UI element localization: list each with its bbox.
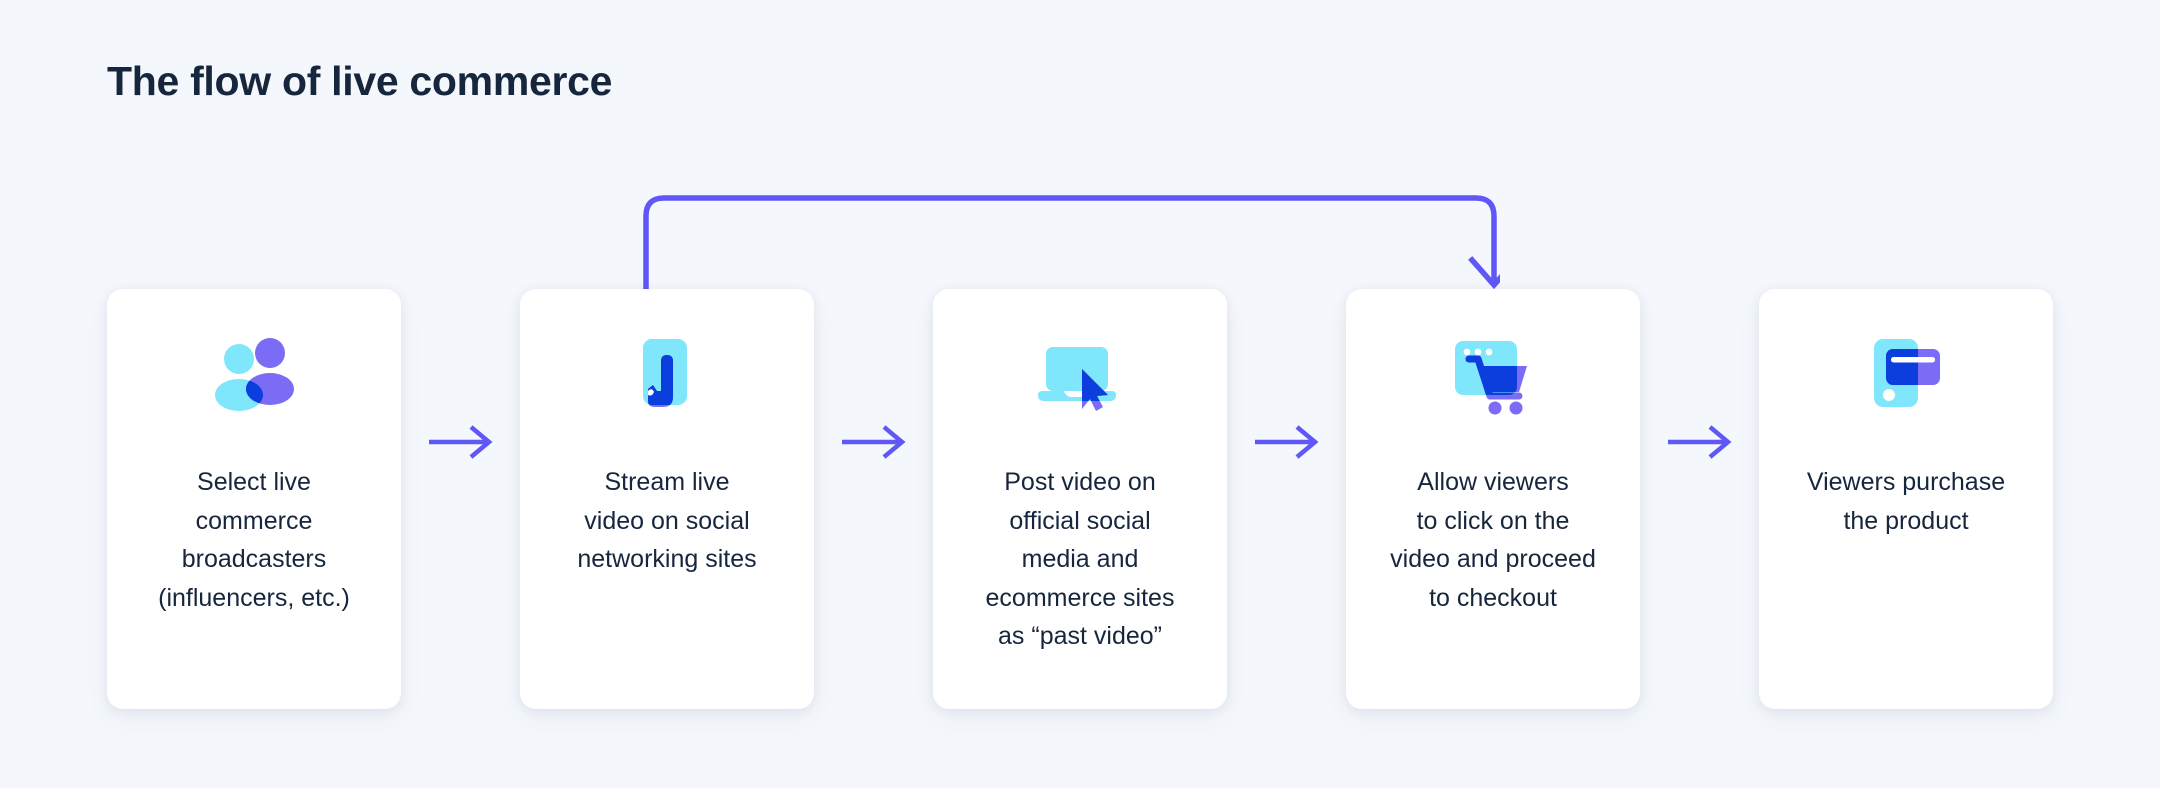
page-title: The flow of live commerce (107, 58, 613, 104)
flow-connector-2 (814, 289, 933, 709)
flow-step-card-4[interactable]: Allow viewers to click on the video and … (1346, 289, 1640, 709)
flow-step-label-5: Viewers purchase the product (1806, 468, 2006, 535)
arrow-right-icon (1254, 425, 1319, 459)
flow-step-label-1: Select live commerce broadcasters (influ… (158, 468, 350, 612)
flow-step-card-3[interactable]: Post video on official social media and … (933, 289, 1227, 709)
flow-step-card-2[interactable]: Stream live video on social networking s… (520, 289, 814, 709)
flow-connector-3 (1227, 289, 1346, 709)
arrow-right-icon (428, 425, 493, 459)
loop-arrow-down-icon (643, 195, 1500, 293)
phone-card-icon (1860, 335, 1952, 421)
people-group-icon (208, 335, 300, 421)
flow-step-label-3: Post video on official social media and … (985, 468, 1175, 650)
flow-step-label-2: Stream live video on social networking s… (577, 468, 757, 573)
flow-connector-1 (401, 289, 520, 709)
process-flow-row: Select live commerce broadcasters (influ… (107, 289, 2053, 709)
feedback-loop-arrow (640, 186, 1500, 296)
laptop-cursor-icon (1034, 335, 1126, 421)
arrow-right-icon (841, 425, 906, 459)
flow-step-label-4: Allow viewers to click on the video and … (1390, 468, 1596, 612)
flow-connector-4 (1640, 289, 1759, 709)
arrow-right-icon (1667, 425, 1732, 459)
browser-cart-icon (1447, 335, 1539, 421)
flow-step-card-1[interactable]: Select live commerce broadcasters (influ… (107, 289, 401, 709)
flow-step-card-5[interactable]: Viewers purchase the product (1759, 289, 2053, 709)
phone-tap-icon (621, 335, 713, 421)
